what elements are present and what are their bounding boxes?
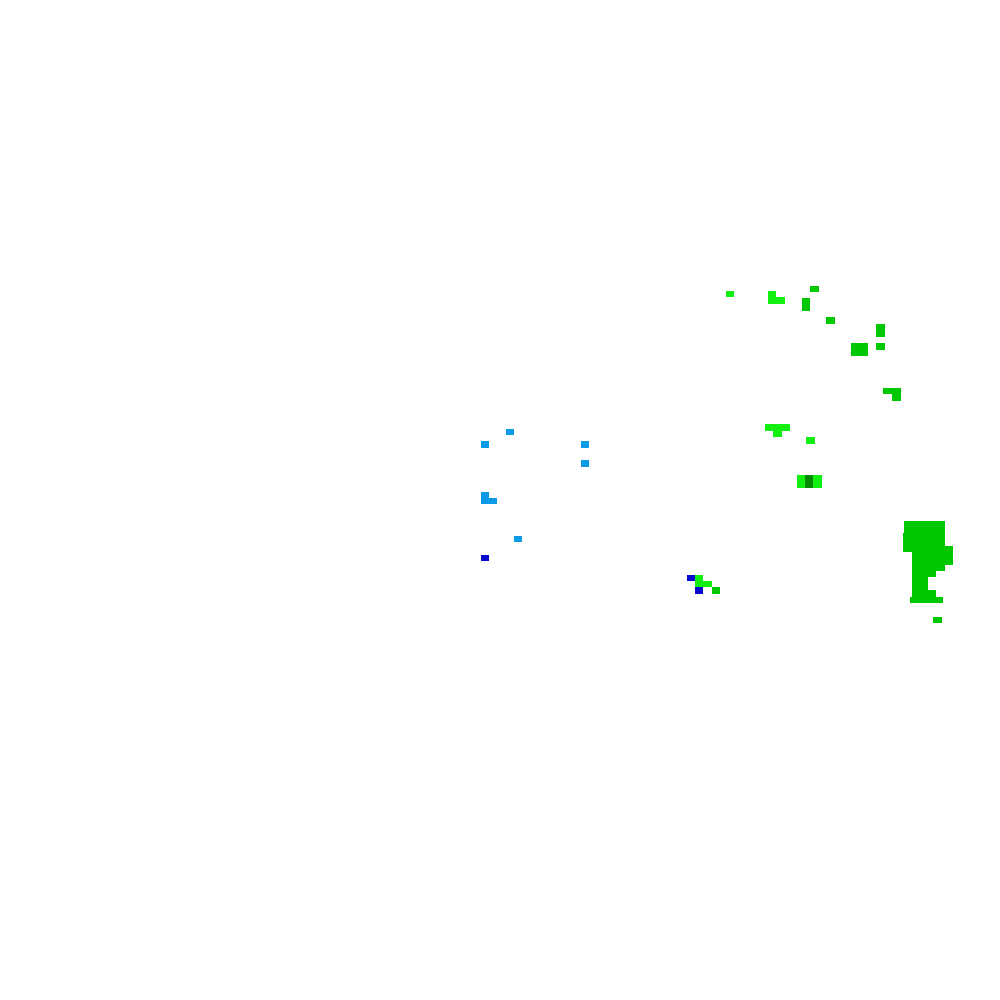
map-cell-g-4 [876,324,885,337]
map-cell-lb-3 [581,441,589,448]
map-cell-bg-2 [768,291,785,304]
map-cell-g-3 [826,317,835,324]
map-cell-g-9 [712,587,720,594]
map-cell-g-10 [933,617,942,623]
map-cell-g-11 [903,533,912,540]
map-cell-lb-1 [506,429,514,435]
bright-green-cells-layer [695,291,822,587]
map-cell-lb-6 [514,536,522,542]
map-cell-db-2 [687,575,695,581]
map-cell-lb-2 [481,441,489,448]
map-cell-lb-4 [581,460,589,467]
map-cell-db-3 [695,587,703,594]
map-cell-bg-7 [703,581,712,587]
map-cell-g-8 [903,521,953,603]
map-cell-bg-3 [765,424,790,437]
map-cell-g-2 [802,298,810,311]
dark-blue-cells-layer [481,555,703,594]
map-cell-dg-1 [805,475,813,488]
map-cell-g-5 [851,343,868,356]
green-cells-layer [712,286,953,623]
dark-green-cells-layer [805,475,813,488]
map-cell-g-1 [810,286,819,292]
map-cell-g-6 [876,343,885,350]
map-cell-g-7 [883,388,901,401]
light-blue-cells-layer [481,429,589,542]
map-cell-lb-7 [489,498,497,504]
map-cell-db-1 [481,555,489,561]
map-cell-bg-4 [806,437,815,444]
map-cell-bg-1 [726,291,734,297]
